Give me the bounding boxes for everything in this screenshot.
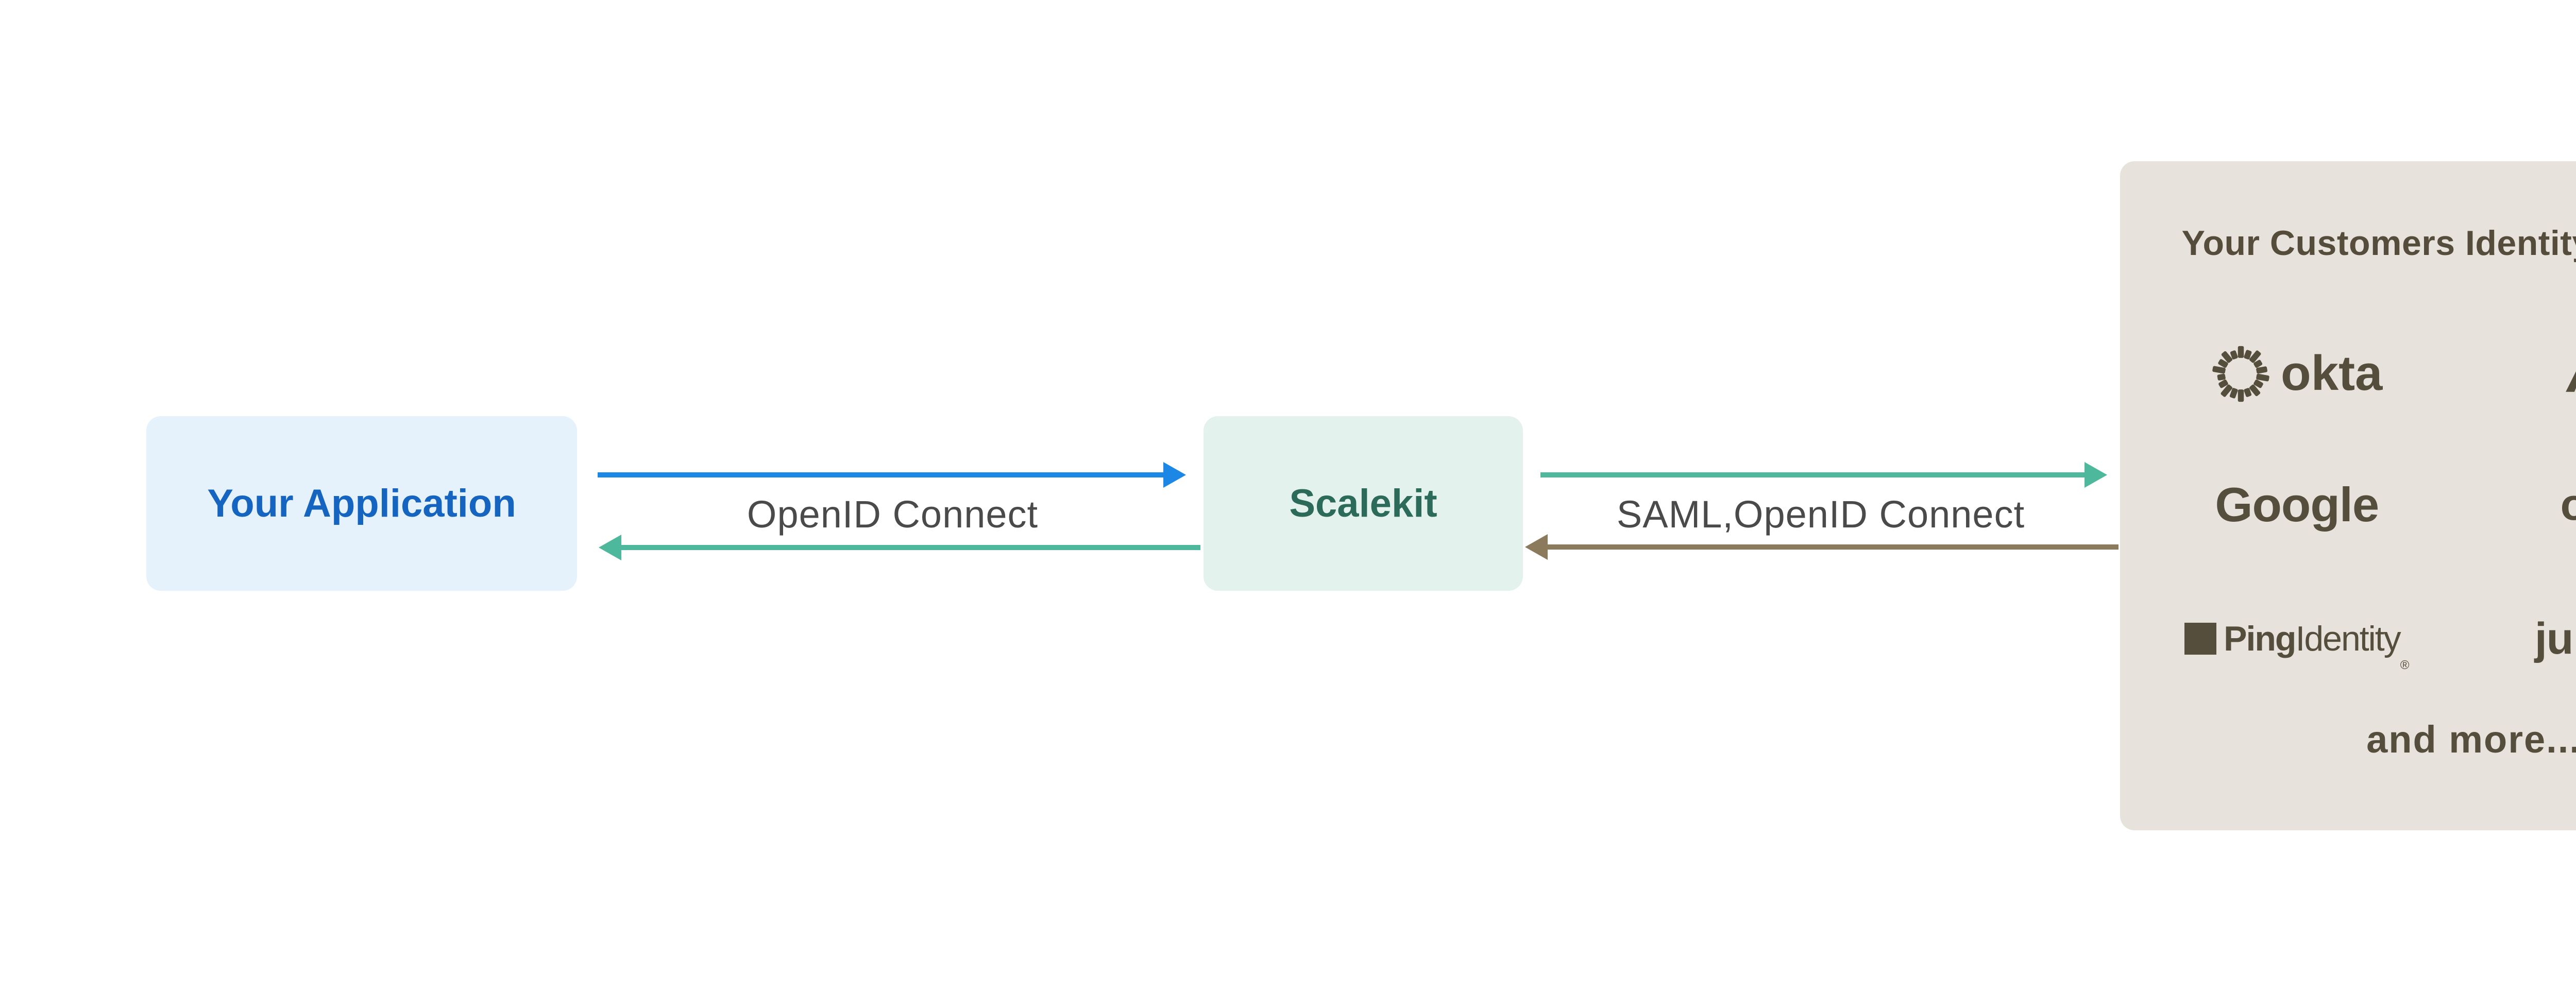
provider-row-2: Google onelogin: [2120, 464, 2576, 546]
provider-row-1: okta Azure: [2120, 332, 2576, 415]
provider-azure: Azure: [2474, 332, 2576, 415]
your-application-box: Your Application: [146, 416, 577, 591]
arrow-idp-to-scalekit: [1525, 534, 2119, 560]
registered-trademark-symbol: ®: [2400, 658, 2410, 672]
pingidentity-square-icon: [2184, 623, 2217, 655]
provider-row-3: PingIdentity ® jumpcloud ™: [2120, 597, 2576, 680]
arrow-scalekit-to-app: [599, 535, 1200, 560]
provider-jumpcloud: jumpcloud ™: [2474, 597, 2576, 680]
scalekit-box: Scalekit: [1204, 416, 1523, 591]
provider-google: Google: [2120, 464, 2474, 546]
okta-wordmark: okta: [2281, 346, 2383, 401]
pingidentity-wordmark-bold: Ping: [2224, 619, 2296, 658]
arrow-scalekit-to-idp: [1540, 462, 2107, 488]
google-wordmark: Google: [2215, 477, 2379, 532]
and-more-label: and more...: [2366, 718, 2576, 761]
identity-providers-panel: Your Customers Identity Providers: [2120, 161, 2576, 830]
okta-sunburst-icon: [2212, 346, 2269, 402]
provider-okta: okta: [2120, 332, 2474, 415]
pingidentity-wordmark: PingIdentity: [2224, 619, 2401, 659]
provider-pingidentity: PingIdentity ®: [2120, 597, 2474, 680]
identity-providers-title: Your Customers Identity Providers: [2181, 224, 2576, 263]
jumpcloud-wordmark: jumpcloud: [2534, 613, 2576, 663]
azure-logo-icon: [2566, 371, 2576, 392]
your-application-label: Your Application: [207, 482, 516, 525]
provider-onelogin: onelogin: [2474, 464, 2576, 546]
arrow-app-to-scalekit: [598, 462, 1186, 488]
flow-label-saml-openid-connect: SAML,OpenID Connect: [1616, 493, 2025, 536]
pingidentity-wordmark-rest: Identity: [2295, 619, 2401, 658]
scalekit-label: Scalekit: [1289, 482, 1437, 525]
flow-label-openid-connect: OpenID Connect: [747, 493, 1039, 536]
onelogin-wordmark: onelogin: [2560, 480, 2576, 529]
